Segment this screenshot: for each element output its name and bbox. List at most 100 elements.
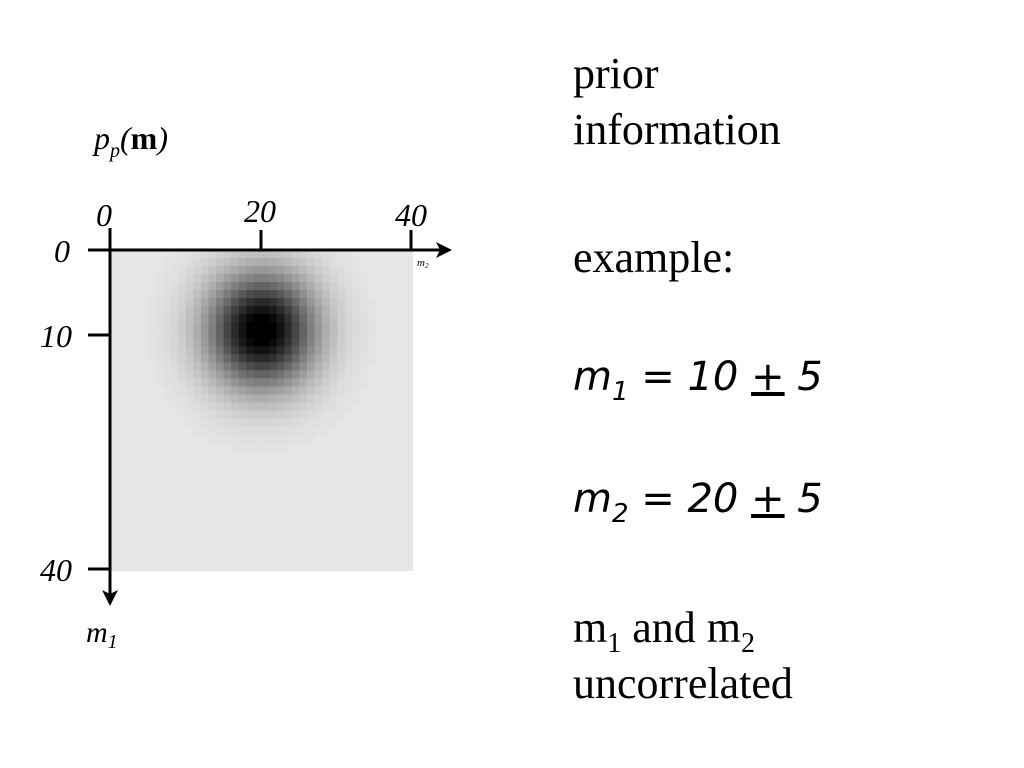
heatmap-cell — [193, 314, 202, 323]
heatmap-cell — [253, 386, 263, 396]
heatmap-cell — [208, 306, 217, 315]
heatmap-cell — [193, 378, 202, 388]
heatmap-cell — [284, 330, 293, 339]
heatmap-cell — [216, 338, 225, 347]
heatmap-cell — [223, 338, 232, 347]
heatmap-cell — [238, 258, 247, 267]
heatmap-cell — [299, 322, 308, 331]
heatmap-cell — [216, 418, 225, 428]
heatmap-cell — [193, 410, 202, 420]
heatmap-cell — [231, 386, 240, 396]
heatmap-cell — [291, 298, 300, 307]
heatmap-cell — [337, 322, 346, 331]
heatmap-cell — [322, 386, 331, 396]
heatmap-cell — [322, 418, 331, 428]
heatmap-cell — [208, 386, 217, 396]
heatmap-cell — [253, 250, 263, 259]
heatmap-cell — [216, 314, 225, 323]
heading-line-2: information — [573, 105, 781, 154]
heatmap-cell — [276, 418, 285, 428]
heatmap-cell — [170, 282, 179, 291]
heatmap-cell — [246, 426, 255, 436]
heatmap-cell — [193, 250, 202, 259]
heatmap-cell — [314, 250, 323, 259]
heatmap-cell — [291, 314, 300, 323]
heatmap-cell — [231, 402, 240, 412]
heatmap-cell — [314, 306, 323, 315]
heatmap-cell — [185, 386, 194, 396]
heatmap-cell — [344, 386, 354, 396]
heatmap-cell — [299, 282, 308, 291]
heatmap-cell — [337, 402, 346, 412]
heatmap-cell — [352, 258, 361, 267]
heatmap-cell — [261, 338, 270, 347]
heatmap-cell — [193, 402, 202, 412]
heatmap-cell — [200, 298, 210, 307]
heatmap-cell — [261, 266, 270, 275]
heatmap-cell — [178, 330, 187, 339]
m1-tick-label-10: 10 — [40, 318, 72, 354]
heatmap-cell — [200, 410, 210, 420]
heatmap-cell — [231, 330, 240, 339]
heatmap-cell — [238, 402, 247, 412]
heatmap-cell — [299, 354, 308, 363]
heatmap-cell — [352, 386, 361, 396]
heatmap-cell — [193, 258, 202, 267]
heatmap-cell — [299, 266, 308, 275]
heatmap-cell — [322, 346, 331, 355]
heatmap-cell — [352, 346, 361, 355]
heatmap-cell — [193, 338, 202, 347]
heatmap-cell — [178, 346, 187, 355]
heatmap-cell — [163, 354, 172, 363]
heatmap-cell — [231, 370, 240, 380]
heatmap-cell — [170, 370, 179, 380]
heatmap-cell — [276, 386, 285, 396]
heatmap-cell — [291, 386, 300, 396]
heatmap-cell — [352, 330, 361, 339]
heatmap-cell — [216, 394, 225, 404]
heatmap-cell — [253, 410, 263, 420]
heatmap-cell — [170, 250, 179, 259]
heatmap-cell — [253, 362, 263, 371]
heatmap-cell — [314, 378, 323, 388]
note-and-m2: and m — [621, 603, 741, 652]
heatmap-cell — [170, 298, 179, 307]
heatmap-cell — [246, 250, 255, 259]
heatmap-cell — [253, 282, 263, 291]
heatmap-cell — [337, 306, 346, 315]
heatmap-cell — [276, 290, 285, 299]
heatmap-cell — [344, 330, 354, 339]
heatmap-cell — [284, 394, 293, 404]
heatmap-cell — [238, 410, 247, 420]
heatmap-cell — [322, 298, 331, 307]
heatmap-cell — [155, 314, 164, 323]
eq2-sub: 2 — [611, 499, 629, 529]
heatmap-cell — [208, 314, 217, 323]
heatmap-cell — [253, 426, 263, 436]
heatmap-cell — [238, 346, 247, 355]
heatmap-cell — [329, 258, 338, 267]
heatmap-cell — [359, 338, 369, 347]
heatmap-cell — [276, 266, 285, 275]
heatmap-cell — [163, 394, 172, 404]
heatmap-cell — [299, 290, 308, 299]
heatmap-cell — [269, 290, 278, 299]
heatmap-cell — [344, 290, 354, 299]
heatmap-cell — [329, 290, 338, 299]
heatmap-cell — [306, 306, 316, 315]
heatmap-cell — [352, 266, 361, 275]
heatmap-cell — [223, 274, 232, 283]
heatmap-cell — [322, 402, 331, 412]
heatmap-cell — [276, 314, 285, 323]
heatmap-cell — [223, 282, 232, 291]
heatmap-cell — [344, 346, 354, 355]
heatmap-cell — [276, 426, 285, 436]
heatmap-cell — [178, 410, 187, 420]
heatmap-cell — [291, 322, 300, 331]
heatmap-cell — [147, 338, 157, 347]
eq1-plus-minus: + — [751, 354, 785, 400]
m2-tick-label-0: 0 — [96, 197, 112, 233]
heatmap-cell — [155, 378, 164, 388]
heatmap-cell — [269, 306, 278, 315]
heatmap-cell — [238, 434, 247, 444]
